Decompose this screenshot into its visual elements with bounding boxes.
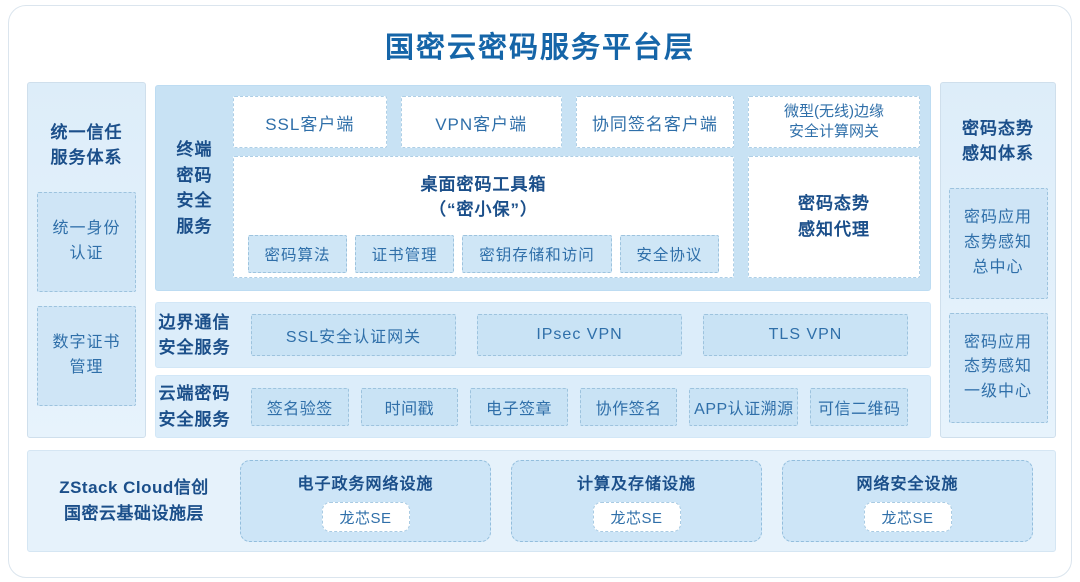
ssl-auth-gateway-box: SSL安全认证网关: [251, 314, 456, 356]
situation-awareness-agent-box: 密码态势 感知代理: [748, 156, 920, 278]
egov-network-facility-name: 电子政务网络设施: [297, 476, 434, 493]
digital-cert-mgmt-box: 数字证书 管理: [37, 306, 136, 407]
cert-management-box: 证书管理: [355, 235, 455, 274]
e-seal-box: 电子签章: [470, 387, 568, 426]
loongson-se-chip-1: 龙芯SE: [321, 502, 410, 532]
cloud-security-label: 云端密码 安全服务: [158, 384, 231, 429]
infrastructure-label: ZStack Cloud信创 国密云基础设施层: [59, 477, 209, 523]
vpn-client-box: VPN客户端: [400, 96, 562, 148]
desktop-crypto-toolbox: 桌面密码工具箱 （“密小保”） 密码算法 证书管理 密钥存储和访问 安全协议: [233, 156, 734, 278]
unified-identity-auth-box: 统一身份 认证: [37, 192, 136, 293]
network-security-facility-name: 网络安全设施: [856, 476, 959, 493]
loongson-se-chip-3: 龙芯SE: [863, 502, 952, 532]
co-sign-client-box: 协同签名客户端: [575, 96, 734, 148]
tls-vpn-box: TLS VPN: [703, 314, 908, 356]
timestamp-box: 时间戳: [360, 387, 459, 426]
cloud-security-boxes: 签名验签 时间戳 电子签章 协作签名 APP认证溯源 可信二维码: [233, 376, 930, 437]
collaborative-sign-box: 协作签名: [579, 387, 678, 426]
boundary-security-boxes: SSL安全认证网关 IPsec VPN TLS VPN: [233, 303, 930, 367]
crypto-algorithm-box: 密码算法: [248, 235, 348, 274]
situation-awareness-title: 密码态势 感知体系: [962, 119, 1034, 163]
compute-storage-facility-name: 计算及存储设施: [576, 476, 696, 493]
ipsec-vpn-box: IPsec VPN: [477, 314, 682, 356]
trusted-qrcode-box: 可信二维码: [810, 387, 909, 426]
network-security-facility-box: 网络安全设施 龙芯SE: [782, 460, 1033, 542]
terminal-security-grid: SSL客户端 VPN客户端 协同签名客户端 微型(无线)边缘 安全计算网关 桌面…: [233, 96, 920, 278]
situation-awareness-panel: 密码态势 感知体系 密码应用 态势感知 总中心 密码应用 态势感知 一级中心: [940, 82, 1056, 438]
terminal-security-label: 终端 密码 安全 服务: [176, 140, 213, 236]
awareness-level1-center-box: 密码应用 态势感知 一级中心: [948, 312, 1048, 423]
security-protocol-box: 安全协议: [619, 235, 719, 274]
page-title: 国密云密码服务平台层: [384, 32, 695, 64]
cloud-security-panel: 云端密码 安全服务 签名验签 时间戳 电子签章 协作签名 APP认证溯源 可信二…: [155, 375, 931, 438]
compute-storage-facility-box: 计算及存储设施 龙芯SE: [511, 460, 762, 542]
boundary-security-panel: 边界通信 安全服务 SSL安全认证网关 IPsec VPN TLS VPN: [155, 302, 931, 368]
boundary-security-label: 边界通信 安全服务: [158, 312, 231, 358]
egov-network-facility-box: 电子政务网络设施 龙芯SE: [240, 460, 491, 542]
unified-trust-panel: 统一信任 服务体系 统一身份 认证 数字证书 管理: [27, 82, 146, 438]
middle-service-column: 终端 密码 安全 服务 SSL客户端 VPN客户端 协同签名客户端 微型(无线)…: [155, 82, 931, 438]
toolbox-items: 密码算法 证书管理 密钥存储和访问 安全协议: [248, 235, 719, 274]
terminal-security-panel: 终端 密码 安全 服务 SSL客户端 VPN客户端 协同签名客户端 微型(无线)…: [155, 85, 931, 291]
awareness-main-center-box: 密码应用 态势感知 总中心: [948, 188, 1048, 299]
loongson-se-chip-2: 龙芯SE: [592, 502, 681, 532]
toolbox-title: 桌面密码工具箱 （“密小保”）: [420, 175, 547, 219]
main-architecture-row: 统一信任 服务体系 统一身份 认证 数字证书 管理 终端 密码 安全 服务 SS…: [27, 82, 1056, 438]
sign-verify-box: 签名验签: [251, 387, 349, 426]
unified-trust-title: 统一信任 服务体系: [50, 123, 123, 167]
ssl-client-box: SSL客户端: [233, 96, 387, 148]
edge-gateway-box: 微型(无线)边缘 安全计算网关: [748, 96, 920, 148]
app-auth-trace-box: APP认证溯源: [689, 387, 799, 426]
key-storage-access-box: 密钥存储和访问: [462, 235, 612, 274]
infrastructure-panel: ZStack Cloud信创 国密云基础设施层 电子政务网络设施 龙芯SE 计算…: [27, 450, 1056, 552]
